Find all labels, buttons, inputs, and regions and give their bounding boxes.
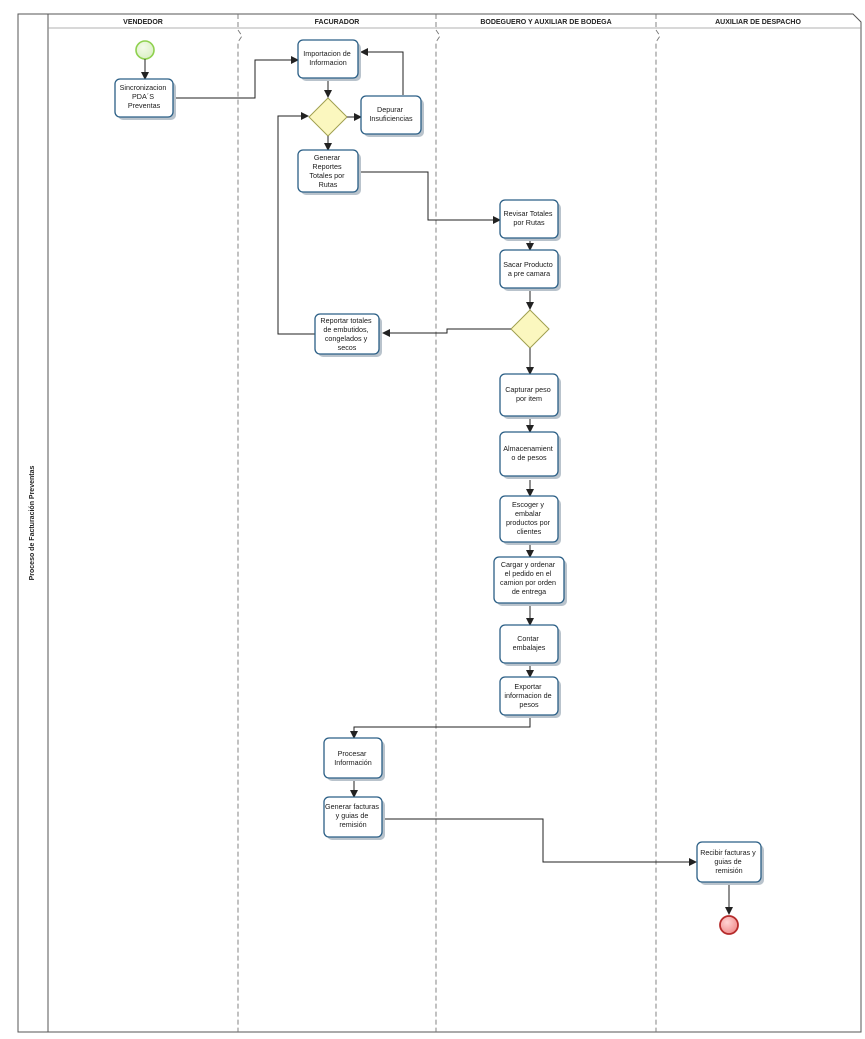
task-cargar-ordenar-line-1: Cargar y ordenar xyxy=(501,560,556,569)
svg-text:Contar embalajes: Contar embalajes xyxy=(513,634,546,652)
task-generar-facturas: Generar facturas y guias de remisión xyxy=(323,796,385,840)
task-escoger-embalar-line-1: Escoger y xyxy=(512,500,544,509)
lane-separators xyxy=(237,14,661,1032)
svg-text:Depurar Insuficiencias: Depurar Insuficiencias xyxy=(369,105,413,123)
lane-title-despacho: AUXILIAR DE DESPACHO xyxy=(715,19,801,26)
task-generar-reportes-line-3: Totales por xyxy=(309,171,345,180)
task-procesar-info: Procesar Información xyxy=(323,737,385,781)
task-sincronizacion-line-1: Sincronizacion xyxy=(120,83,167,92)
svg-text:Revisar Totales por Ruta: Revisar Totales por Rutas xyxy=(503,209,554,227)
svg-text:Escoger y embalar: Escoger y embalar productos por clientes xyxy=(506,500,552,536)
gateway-validacion xyxy=(308,97,348,137)
svg-text:Cargar y ordenar el pedi: Cargar y ordenar el pedido en el camion … xyxy=(500,560,558,596)
task-exportar-info: Exportar informacion de pesos xyxy=(499,676,561,718)
lane-title-vendedor: VENDEDOR xyxy=(123,19,163,26)
task-generar-reportes-line-2: Reportes xyxy=(312,162,342,171)
svg-text:Recibir facturas y guias: Recibir facturas y guias de remisión xyxy=(700,848,758,875)
task-procesar-info-line-1: Procesar xyxy=(338,749,367,758)
task-escoger-embalar: Escoger y embalar productos por clientes xyxy=(499,495,561,545)
task-exportar-info-line-3: pesos xyxy=(519,700,539,709)
svg-text:Sacar Producto a pre cam: Sacar Producto a pre camara xyxy=(503,260,555,278)
task-cargar-ordenar: Cargar y ordenar el pedido en el camion … xyxy=(493,556,567,606)
gateway-clasificacion xyxy=(510,309,550,349)
task-exportar-info-line-2: informacion de xyxy=(504,691,551,700)
task-contar-embalajes: Contar embalajes xyxy=(499,624,561,666)
task-procesar-info-line-2: Información xyxy=(334,758,372,767)
task-generar-facturas-line-1: Generar facturas xyxy=(325,802,379,811)
task-generar-facturas-line-2: y guias de xyxy=(336,811,369,820)
task-contar-embalajes-line-2: embalajes xyxy=(513,643,546,652)
pool-frame xyxy=(17,13,862,1033)
lane-title-facurador: FACURADOR xyxy=(315,19,360,26)
svg-text:Sincronizacion PDA´S: Sincronizacion PDA´S Preventas xyxy=(120,83,169,110)
task-exportar-info-line-1: Exportar xyxy=(514,682,542,691)
end-event xyxy=(719,915,739,935)
task-recibir-facturas-line-2: guias de xyxy=(714,857,741,866)
task-almacenamiento-line-1: Almacenamient xyxy=(503,444,553,453)
task-revisar-totales-line-1: Revisar Totales xyxy=(503,209,552,218)
task-generar-reportes-line-4: Rutas xyxy=(319,180,338,189)
task-revisar-totales: Revisar Totales por Rutas xyxy=(499,199,561,241)
task-sincronizacion-line-3: Preventas xyxy=(128,101,161,110)
task-importacion-line-1: Importacion de xyxy=(303,49,351,58)
svg-text:Procesar Información: Procesar Información xyxy=(334,749,372,767)
task-depurar: Depurar Insuficiencias xyxy=(360,95,424,137)
task-capturar-peso-line-2: por item xyxy=(516,394,542,403)
task-importacion: Importacion de Informacion xyxy=(297,39,361,81)
task-reportar-totales-line-4: secos xyxy=(338,343,357,352)
task-cargar-ordenar-line-2: el pedido en el xyxy=(505,569,552,578)
svg-text:Generar Reportes T: Generar Reportes Totales por Rutas xyxy=(309,153,346,189)
task-reportar-totales-line-1: Reportar totales xyxy=(320,316,372,325)
start-event xyxy=(135,40,155,60)
svg-text:Generar facturas y guias: Generar facturas y guias de remisión xyxy=(325,802,381,829)
task-almacenamiento: Almacenamient o de pesos xyxy=(499,431,561,479)
task-cargar-ordenar-line-3: camion por orden xyxy=(500,578,556,587)
svg-text:Almacenamient o de pesos: Almacenamient o de pesos xyxy=(503,444,555,462)
task-sincronizacion-line-2: PDA´S xyxy=(132,92,154,101)
svg-text:Importacion de Informaci: Importacion de Informacion xyxy=(303,49,353,67)
task-sacar-producto-line-2: a pre camara xyxy=(508,269,550,278)
lane-title-bodeguero: BODEGUERO Y AUXILIAR DE BODEGA xyxy=(480,19,611,26)
task-escoger-embalar-line-4: clientes xyxy=(517,527,542,536)
task-almacenamiento-line-2: o de pesos xyxy=(511,453,547,462)
task-sacar-producto: Sacar Producto a pre camara xyxy=(499,249,561,291)
task-capturar-peso-line-1: Capturar peso xyxy=(505,385,551,394)
task-recibir-facturas: Recibir facturas y guias de remisión xyxy=(696,841,764,885)
task-generar-reportes: Generar Reportes Totales por Rutas xyxy=(297,149,361,195)
task-importacion-line-2: Informacion xyxy=(309,58,347,67)
svg-text:Capturar peso por item: Capturar peso por item xyxy=(505,385,553,403)
task-escoger-embalar-line-3: productos por xyxy=(506,518,551,527)
task-depurar-line-1: Depurar xyxy=(377,105,404,114)
task-escoger-embalar-line-2: embalar xyxy=(515,509,542,518)
task-reportar-totales: Reportar totales de embutidos, congelado… xyxy=(314,313,382,357)
task-revisar-totales-line-2: por Rutas xyxy=(513,218,545,227)
task-recibir-facturas-line-3: remisión xyxy=(715,866,742,875)
svg-text:Reportar totales de embu: Reportar totales de embutidos, congelado… xyxy=(320,316,373,352)
svg-text:Exportar informacion de: Exportar informacion de pesos xyxy=(504,682,553,709)
task-generar-reportes-line-1: Generar xyxy=(314,153,341,162)
task-reportar-totales-line-2: de embutidos, xyxy=(323,325,368,334)
task-cargar-ordenar-line-4: de entrega xyxy=(512,587,546,596)
task-recibir-facturas-line-1: Recibir facturas y xyxy=(700,848,756,857)
task-sincronizacion: Sincronizacion PDA´S Preventas xyxy=(114,78,176,120)
task-depurar-line-2: Insuficiencias xyxy=(369,114,413,123)
task-generar-facturas-line-3: remisión xyxy=(339,820,366,829)
task-sacar-producto-line-1: Sacar Producto xyxy=(503,260,553,269)
task-reportar-totales-line-3: congelados y xyxy=(325,334,368,343)
pool-title: Proceso de Facturación Preventas xyxy=(29,466,36,581)
task-capturar-peso: Capturar peso por item xyxy=(499,373,561,419)
task-contar-embalajes-line-1: Contar xyxy=(517,634,539,643)
sequence-flows xyxy=(141,48,733,915)
